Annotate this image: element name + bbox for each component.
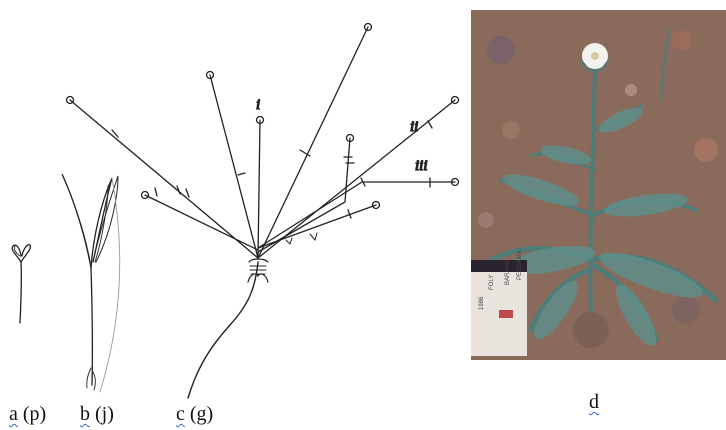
panel-letter-a: a bbox=[9, 403, 18, 425]
branch-mark-ii: ii bbox=[410, 119, 418, 135]
drawing-b-juvenile bbox=[62, 174, 120, 392]
panel-note-c: (g) bbox=[190, 403, 213, 425]
panel-label-c: c (g) bbox=[176, 404, 213, 424]
branch-mark-iii: iii bbox=[415, 158, 428, 174]
panel-letter-c: c bbox=[176, 403, 185, 425]
panel-note-b: (j) bbox=[95, 403, 114, 425]
panel-label-b: b (j) bbox=[80, 404, 114, 424]
label-box-line-3: FOLY bbox=[489, 275, 495, 290]
label-box-line-1: PENDAMA bbox=[517, 250, 523, 280]
panel-label-a: a (p) bbox=[9, 404, 46, 424]
photo-d: PENDAMA BARAKA FOLY 1986 bbox=[471, 10, 726, 360]
drawing-a-seedling bbox=[12, 245, 30, 323]
panel-note-a: (p) bbox=[23, 403, 46, 425]
panel-letter-b: b bbox=[80, 403, 90, 425]
branch-mark-i: i bbox=[256, 97, 260, 113]
panel-label-d: d bbox=[589, 392, 599, 412]
photo-illustration: PENDAMA BARAKA FOLY 1986 bbox=[471, 10, 726, 360]
drawing-c-architecture bbox=[67, 24, 459, 399]
label-box-line-2: BARAKA bbox=[505, 261, 511, 285]
label-box: PENDAMA BARAKA FOLY 1986 bbox=[471, 250, 527, 356]
panel-letter-d: d bbox=[589, 391, 599, 413]
label-box-line-4: 1986 bbox=[479, 296, 485, 310]
